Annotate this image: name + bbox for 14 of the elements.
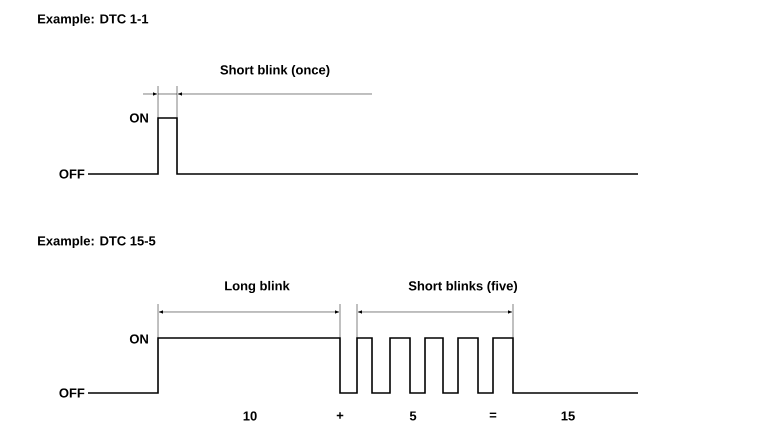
dimension-label: Short blink (once) xyxy=(220,64,330,78)
level-label: ON xyxy=(130,334,148,344)
count-number: 10 xyxy=(244,411,257,421)
example-heading: Example: DTC 15-5 xyxy=(38,236,156,248)
dimension-label: Short blinks (five) xyxy=(408,280,518,294)
equals-sign: = xyxy=(490,412,496,418)
example-heading: Example: DTC 1-1 xyxy=(38,14,148,26)
level-label: OFF xyxy=(59,169,84,179)
level-label: ON xyxy=(130,113,148,123)
dimension-label: Long blink xyxy=(225,280,290,294)
count-number: 15 xyxy=(562,411,575,420)
count-number: 5 xyxy=(410,411,416,420)
level-label: OFF xyxy=(59,388,84,398)
plus-sign: + xyxy=(336,412,344,419)
